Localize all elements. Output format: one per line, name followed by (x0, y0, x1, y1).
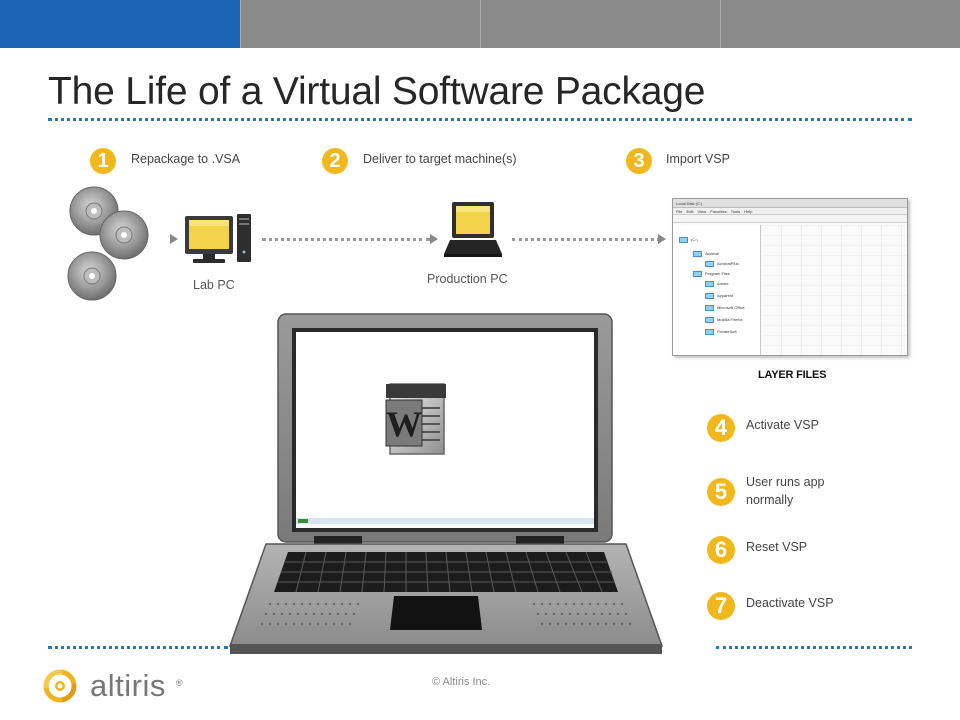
step-1-badge: 1 (90, 148, 116, 174)
top-bar-grey-segment (240, 0, 480, 48)
step-3-label: Import VSP (666, 152, 730, 166)
folder-tree-pane: (C:) Acrobat AcrobatPlus Program Files A… (673, 225, 761, 355)
folder-icon (705, 317, 714, 323)
tree-item: Acrobat (705, 251, 719, 256)
step-5-label: User runs app normally (746, 475, 825, 507)
step-2-label: Deliver to target machine(s) (363, 152, 517, 166)
window-address-bar (673, 215, 907, 223)
altiris-swirl-icon (43, 669, 77, 703)
tree-item: (C:) (691, 237, 698, 242)
arrow-head (430, 234, 438, 244)
step-2-badge: 2 (322, 148, 348, 174)
step-6-label: Reset VSP (746, 540, 808, 554)
folder-icon (693, 271, 702, 277)
lab-pc-label: Lab PC (193, 278, 235, 292)
desktop-computer-icon (185, 214, 251, 263)
folder-icon (693, 251, 702, 257)
laptop-illustration (228, 313, 664, 654)
cd-disc-icon (67, 186, 149, 301)
laptop-icon (444, 202, 502, 257)
arrow-head (658, 234, 666, 244)
top-bar-blue-segment (0, 0, 240, 48)
tree-item: Microsoft Office (717, 305, 745, 310)
folder-icon (705, 305, 714, 311)
layer-files-caption: LAYER FILES (758, 369, 827, 381)
folder-icon (705, 329, 714, 335)
tree-item: AcrobatPlus (717, 261, 739, 266)
tree-item: Adobe (717, 281, 729, 286)
folder-icon (679, 237, 688, 243)
step-7-label: Deactivate VSP (746, 596, 834, 610)
folder-icon (705, 293, 714, 299)
step-6-badge: 6 (707, 536, 735, 564)
dotted-arrow-line (512, 238, 660, 241)
dotted-arrow-line (262, 238, 430, 241)
step-5-badge: 5 (707, 478, 735, 506)
production-pc-label: Production PC (427, 272, 508, 286)
tree-item: Program Files (705, 271, 730, 276)
svg-text:W: W (386, 404, 422, 444)
folder-icon (705, 281, 714, 287)
altiris-logo-text: altiris (90, 668, 166, 703)
step-4-label: Activate VSP (746, 418, 819, 432)
top-color-bar (0, 0, 960, 48)
step-3-badge: 3 (626, 148, 652, 174)
layer-files-window: Local Disk (C:) File Edit View Favorites… (672, 198, 908, 356)
file-list-pane (762, 225, 907, 355)
title-dotted-rule (48, 118, 912, 121)
word-document-icon: W (385, 383, 446, 455)
step-4-badge: 4 (707, 414, 735, 442)
tree-item: Mozilla Firefox (717, 317, 743, 322)
registered-mark: ® (176, 678, 183, 688)
tree-item: PrivateSoft (717, 329, 737, 334)
window-title: Local Disk (C:) (673, 199, 907, 208)
step-7-badge: 7 (707, 592, 735, 620)
footer-dotted-rule (48, 646, 228, 649)
slide-title: The Life of a Virtual Software Package (48, 70, 706, 113)
window-menu: File Edit View Favorites Tools Help (673, 208, 907, 215)
copyright-text: © Altiris Inc. (432, 676, 491, 688)
folder-icon (705, 261, 714, 267)
step-1-label: Repackage to .VSA (131, 152, 241, 166)
arrow-head (170, 234, 178, 244)
top-bar-grey-segment (720, 0, 960, 48)
tree-item: Apparent (717, 293, 734, 298)
top-bar-grey-segment (480, 0, 720, 48)
footer-dotted-rule (716, 646, 912, 649)
